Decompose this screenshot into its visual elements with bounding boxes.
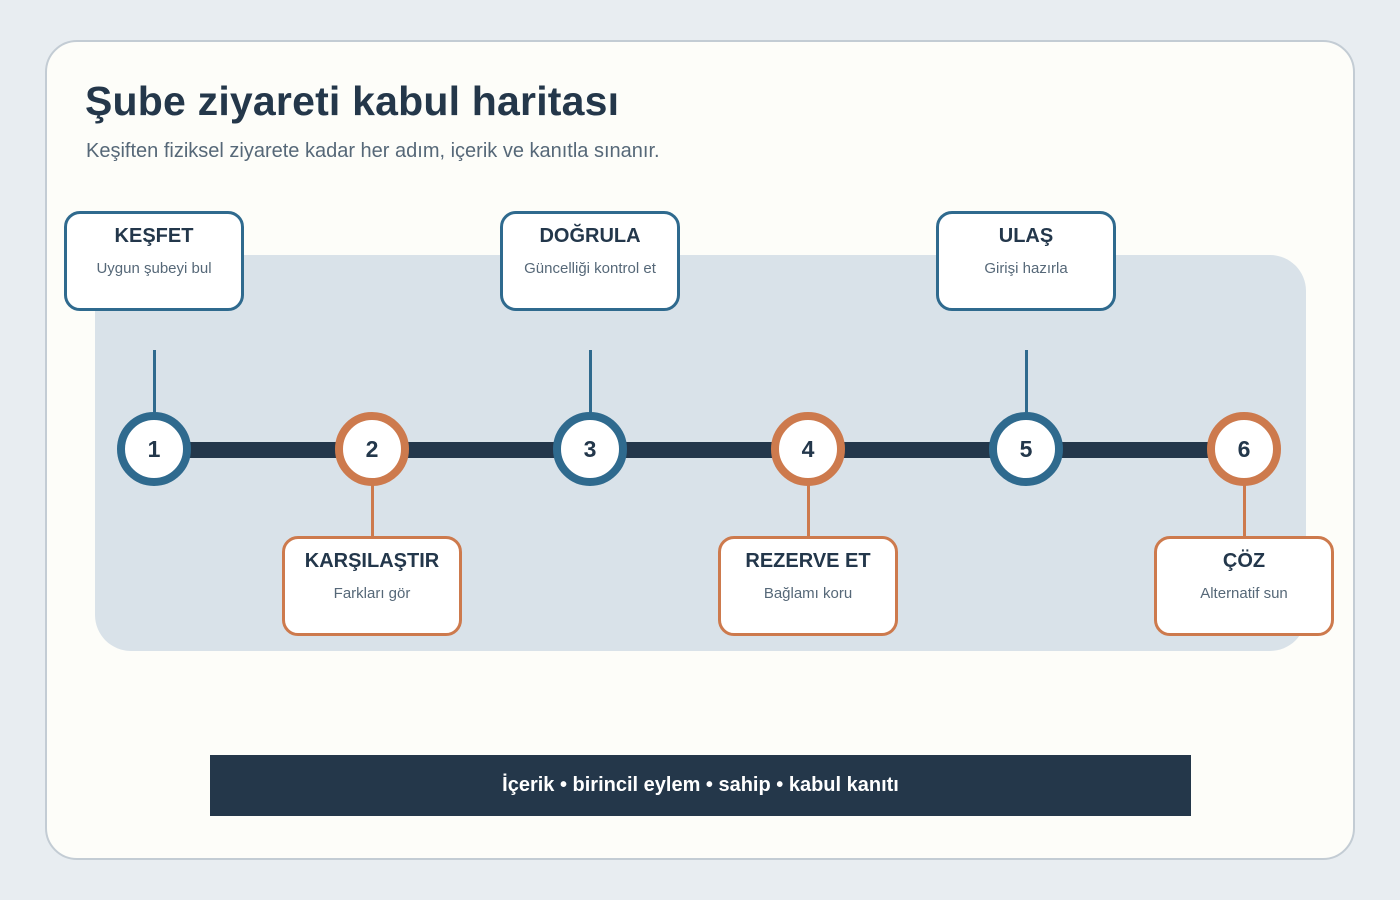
page-subtitle: Keşiften fiziksel ziyarete kadar her adı…	[86, 140, 660, 162]
page-title: Şube ziyareti kabul haritası	[85, 78, 620, 124]
step-card-5: ULAŞ Girişi hazırla	[936, 211, 1116, 311]
step-card-4: REZERVE ET Bağlamı koru	[718, 536, 898, 636]
footer-banner: İçerik • birincil eylem • sahip • kabul …	[210, 755, 1191, 816]
step-title: KARŞILAŞTIR	[304, 550, 440, 572]
step-node-1: 1	[117, 412, 191, 486]
step-card-3: DOĞRULA Güncelliği kontrol et	[500, 211, 680, 311]
connector-step-6	[1243, 484, 1246, 538]
step-desc: Alternatif sun	[1200, 585, 1288, 602]
step-desc: Güncelliği kontrol et	[524, 260, 656, 277]
connector-step-5	[1025, 350, 1028, 416]
step-node-4: 4	[771, 412, 845, 486]
step-title: KEŞFET	[114, 225, 194, 247]
step-node-5: 5	[989, 412, 1063, 486]
step-title: ULAŞ	[998, 225, 1054, 247]
step-desc: Farkları gör	[333, 585, 411, 602]
timeline-track	[155, 442, 1245, 458]
step-card-2: KARŞILAŞTIR Farkları gör	[282, 536, 462, 636]
step-title: ÇÖZ	[1222, 550, 1266, 572]
step-node-3: 3	[553, 412, 627, 486]
step-node-6: 6	[1207, 412, 1281, 486]
step-desc: Uygun şubeyi bul	[96, 260, 212, 277]
step-title: REZERVE ET	[745, 550, 871, 572]
step-desc: Girişi hazırla	[984, 260, 1068, 277]
connector-step-1	[153, 350, 156, 416]
connector-step-3	[589, 350, 592, 416]
step-card-1: KEŞFET Uygun şubeyi bul	[64, 211, 244, 311]
step-desc: Bağlamı koru	[763, 585, 853, 602]
connector-step-2	[371, 484, 374, 538]
step-node-2: 2	[335, 412, 409, 486]
step-title: DOĞRULA	[539, 225, 641, 247]
connector-step-4	[807, 484, 810, 538]
step-card-6: ÇÖZ Alternatif sun	[1154, 536, 1334, 636]
